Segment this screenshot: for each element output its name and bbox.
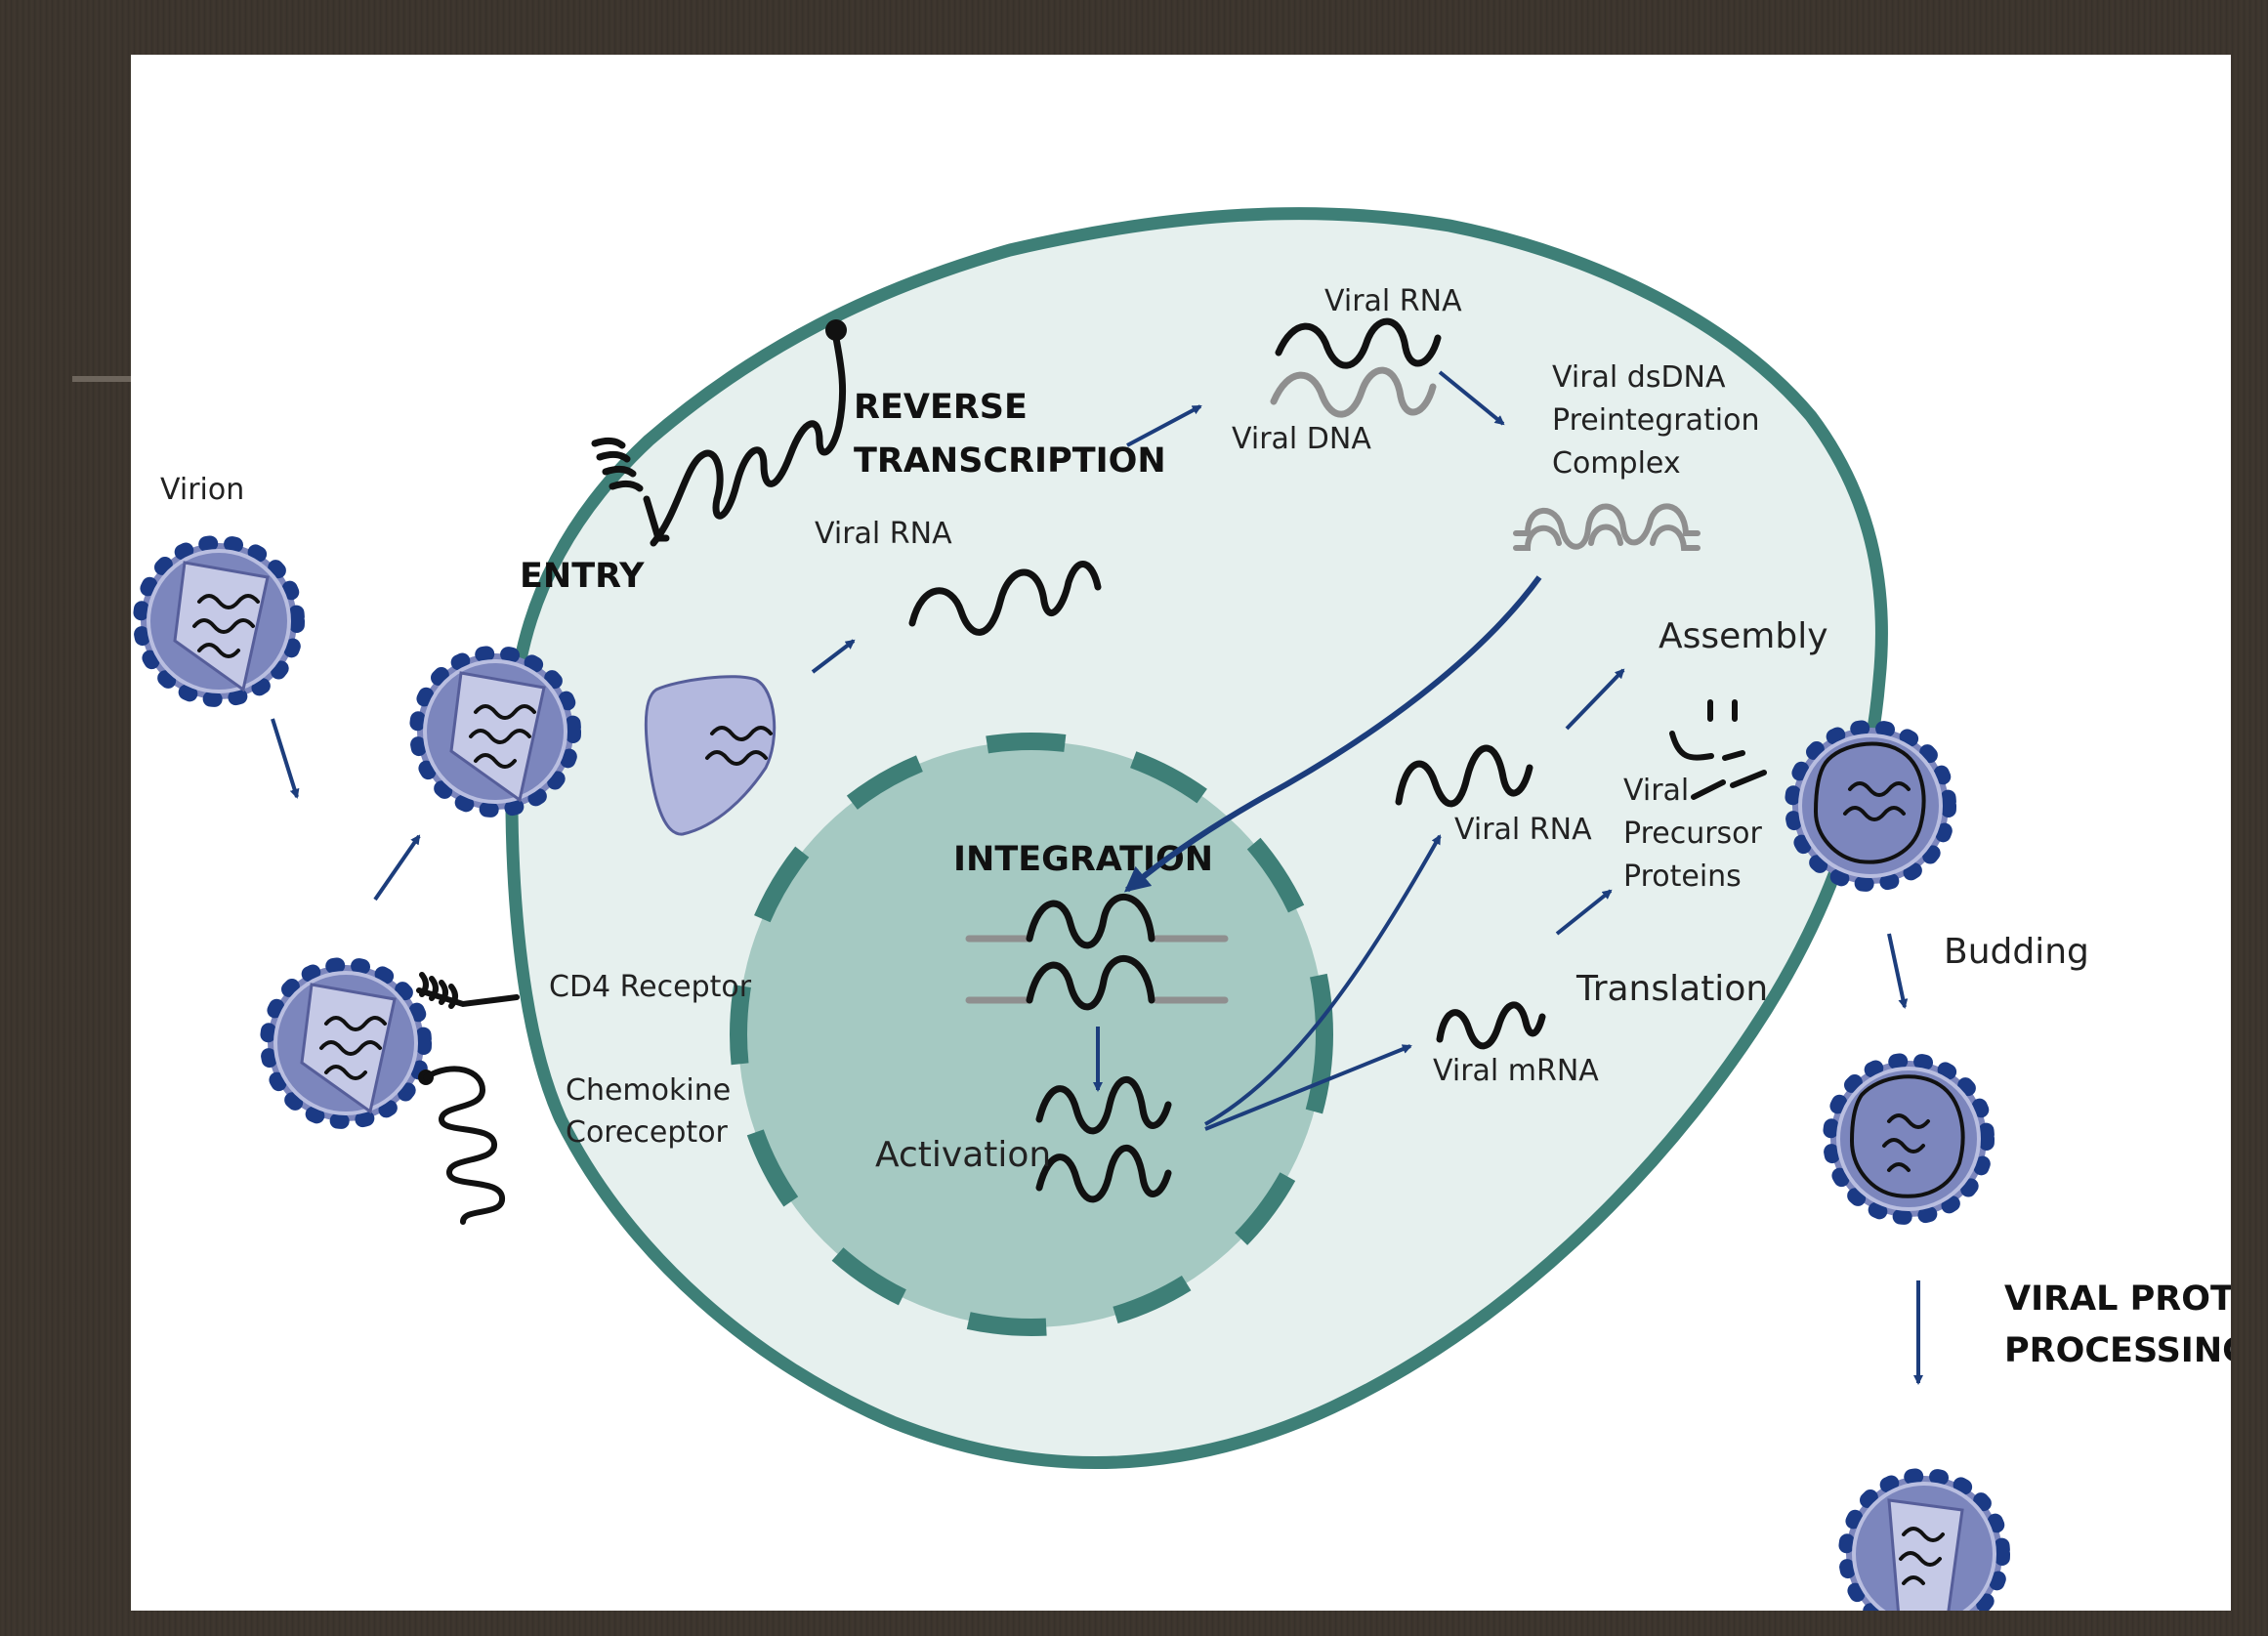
label-chemokine-line1: Chemokine <box>566 1073 731 1108</box>
arrow-activation-to-rna <box>1204 834 1442 1126</box>
label-viral-mrna: Viral mRNA <box>1433 1054 1599 1088</box>
arrow-binding-to-entry <box>373 834 421 902</box>
flow-arrows <box>271 370 1923 1385</box>
chemokine-coreceptor <box>418 1066 505 1225</box>
label-translation: Translation <box>1575 969 1768 1009</box>
arrow-virion-to-binding <box>271 718 300 799</box>
virion-free <box>133 535 305 707</box>
label-preintegration-line3: Complex <box>1552 446 1681 481</box>
arrow-rna-to-assembly <box>1565 668 1625 731</box>
virion-binding <box>260 957 432 1129</box>
label-precursor-line3: Proteins <box>1623 860 1742 894</box>
arrow-dna-to-complex <box>1438 370 1505 426</box>
diagram-panel: Virion CD4 Receptor Chemokine <box>131 55 2231 1611</box>
cd4-receptor <box>416 972 520 1009</box>
viral-rna-rt-strand <box>908 561 1102 636</box>
label-assembly: Assembly <box>1659 616 1828 656</box>
label-viral-dna: Viral DNA <box>1232 422 1371 456</box>
nucleus-body <box>738 741 1324 1327</box>
label-processing-line2: PROCESSING <box>2004 1331 2231 1370</box>
virion-entry <box>409 646 581 818</box>
virion-budding <box>1785 720 1956 892</box>
activation-rna-1 <box>1035 1075 1172 1135</box>
nuclear-envelope <box>730 733 1333 1336</box>
label-cd4-receptor: CD4 Receptor <box>549 970 752 1004</box>
label-activation: Activation <box>875 1135 1051 1175</box>
label-precursor-line1: Viral <box>1623 774 1689 808</box>
arrow-complex-to-nucleus <box>1123 575 1542 893</box>
virion-capsid <box>300 983 397 1114</box>
precursor-protein-fragments <box>1669 699 1767 800</box>
label-processing-line1: VIRAL PROTEIN <box>2004 1279 2231 1319</box>
activation-rna-2 <box>1035 1144 1172 1203</box>
label-preintegration-line2: Preintegration <box>1552 403 1760 438</box>
virion-immature <box>1823 1053 1995 1225</box>
arrow-rt-to-dna <box>1126 404 1202 447</box>
label-budding: Budding <box>1944 932 2089 972</box>
label-chemokine-line2: Coreceptor <box>566 1115 729 1150</box>
label-viral-rna-top: Viral RNA <box>1324 284 1462 318</box>
arrow-activation-to-mrna <box>1204 1044 1412 1131</box>
viral-rna-mid-strand <box>1395 744 1533 808</box>
viral-mrna-strand <box>1436 1001 1546 1050</box>
virion-capsid <box>1887 1498 1964 1611</box>
label-integration: INTEGRATION <box>953 840 1213 879</box>
arrow-capsid-to-rna <box>811 639 856 674</box>
label-reverse-transcription-line2: TRANSCRIPTION <box>854 441 1166 481</box>
virion-mature <box>1838 1468 2010 1611</box>
membrane-receptors <box>591 319 847 547</box>
label-preintegration-line1: Viral dsDNA <box>1552 360 1726 395</box>
label-viral-rna-rt: Viral RNA <box>815 517 952 551</box>
arrow-mrna-to-precursor <box>1555 889 1613 936</box>
virion-capsid <box>173 561 270 692</box>
label-virion: Virion <box>160 473 244 507</box>
viral-dna-strand <box>1270 366 1437 418</box>
virion-capsid <box>449 671 546 803</box>
nucleus <box>730 733 1333 1336</box>
label-entry: ENTRY <box>520 557 645 596</box>
label-viral-rna-mid: Viral RNA <box>1454 813 1592 847</box>
immature-core <box>1813 741 1926 864</box>
arrow-budding-to-immature <box>1887 933 1909 1009</box>
uncoating-capsid <box>644 675 777 836</box>
slide-decorative-dash <box>72 376 133 382</box>
label-precursor-line2: Precursor <box>1623 817 1763 851</box>
immature-core <box>1849 1074 1965 1198</box>
viral-rna-top-strand <box>1275 317 1442 369</box>
integrated-provirus <box>965 893 1229 1011</box>
label-reverse-transcription-line1: REVERSE <box>854 388 1028 427</box>
preintegration-complex <box>1513 503 1701 551</box>
hiv-life-cycle-diagram: Virion CD4 Receptor Chemokine <box>133 207 2231 1611</box>
